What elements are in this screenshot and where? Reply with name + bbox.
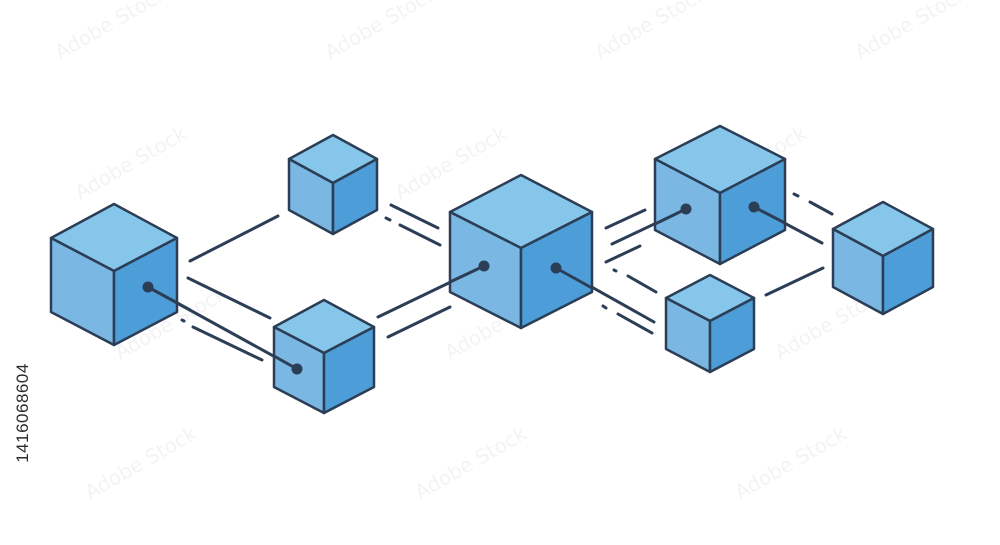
link-top-center-c [398,223,442,247]
image-id-text: 1416068604 [13,362,33,463]
link-left-bottom-c [191,325,264,362]
link-bottom-center-b [386,305,452,339]
link-center-lower-c [616,312,654,335]
cube-bottom-small [272,298,376,415]
link-upper-far-b [792,192,800,198]
svg-text:Adobe Stock: Adobe Stock [731,421,852,504]
svg-text:Adobe Stock: Adobe Stock [591,0,712,64]
cube-center-large [448,173,594,330]
cube-right-face [881,227,935,316]
link-left-top [188,214,280,263]
link-left-bottom-a [186,276,272,320]
link-lower-far [764,266,825,297]
cube-right-face [322,325,376,415]
cube-left-large [49,202,179,347]
link-center-lower-d [612,268,618,273]
svg-text:Adobe Stock: Adobe Stock [81,421,202,504]
cube-right-face [331,157,379,236]
link-center-upper-c [604,244,642,264]
svg-text:Adobe Stock: Adobe Stock [71,121,192,204]
connection-lines-overlay [146,205,787,371]
cube-top-small [287,133,379,236]
link-left-bottom-d [180,318,186,323]
svg-text:Adobe Stock: Adobe Stock [411,421,532,504]
link-center-upper-a [604,208,647,230]
link-center-lower-e [626,274,658,294]
svg-text:Adobe Stock: Adobe Stock [321,0,442,64]
image-id-label: 1416068604 [8,290,38,535]
cube-right-face [708,296,756,374]
cubes [49,124,935,415]
link-upper-far-c [808,200,834,216]
link-center-lower-b [601,304,608,310]
svg-text:Adobe Stock: Adobe Stock [851,0,972,64]
link-center-upper-b-end [653,207,688,226]
link-left-bottom-b-overlay [146,285,192,312]
cube-far-right [831,200,935,316]
link-center-lower-a-start [554,266,594,290]
cube-lower-right [664,273,756,374]
link-upper-far-a-start [752,205,787,225]
link-bottom-center-a-end [448,264,486,284]
link-top-center-b [384,216,392,222]
link-top-center-a [389,203,440,230]
svg-text:Adobe Stock: Adobe Stock [51,0,172,64]
link-left-bottom-b-end [272,354,299,371]
